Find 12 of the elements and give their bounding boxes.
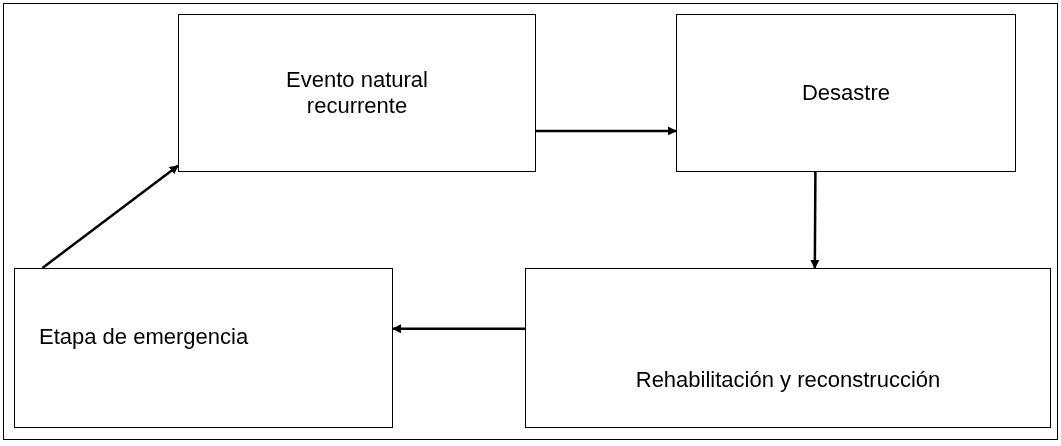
process-box: [676, 14, 1016, 172]
box-label: Evento natural recurrente: [285, 67, 429, 119]
box-label: Desastre: [801, 80, 890, 106]
arrow: [810, 172, 820, 269]
box-label: Rehabilitación y reconstrucción: [635, 367, 941, 393]
box-label: Etapa de emergencia: [39, 324, 249, 350]
arrow: [392, 324, 525, 334]
process-box: [525, 268, 1051, 428]
arrow: [536, 126, 677, 136]
arrow: [41, 164, 179, 269]
process-box: [178, 14, 536, 172]
process-box: [14, 268, 393, 428]
